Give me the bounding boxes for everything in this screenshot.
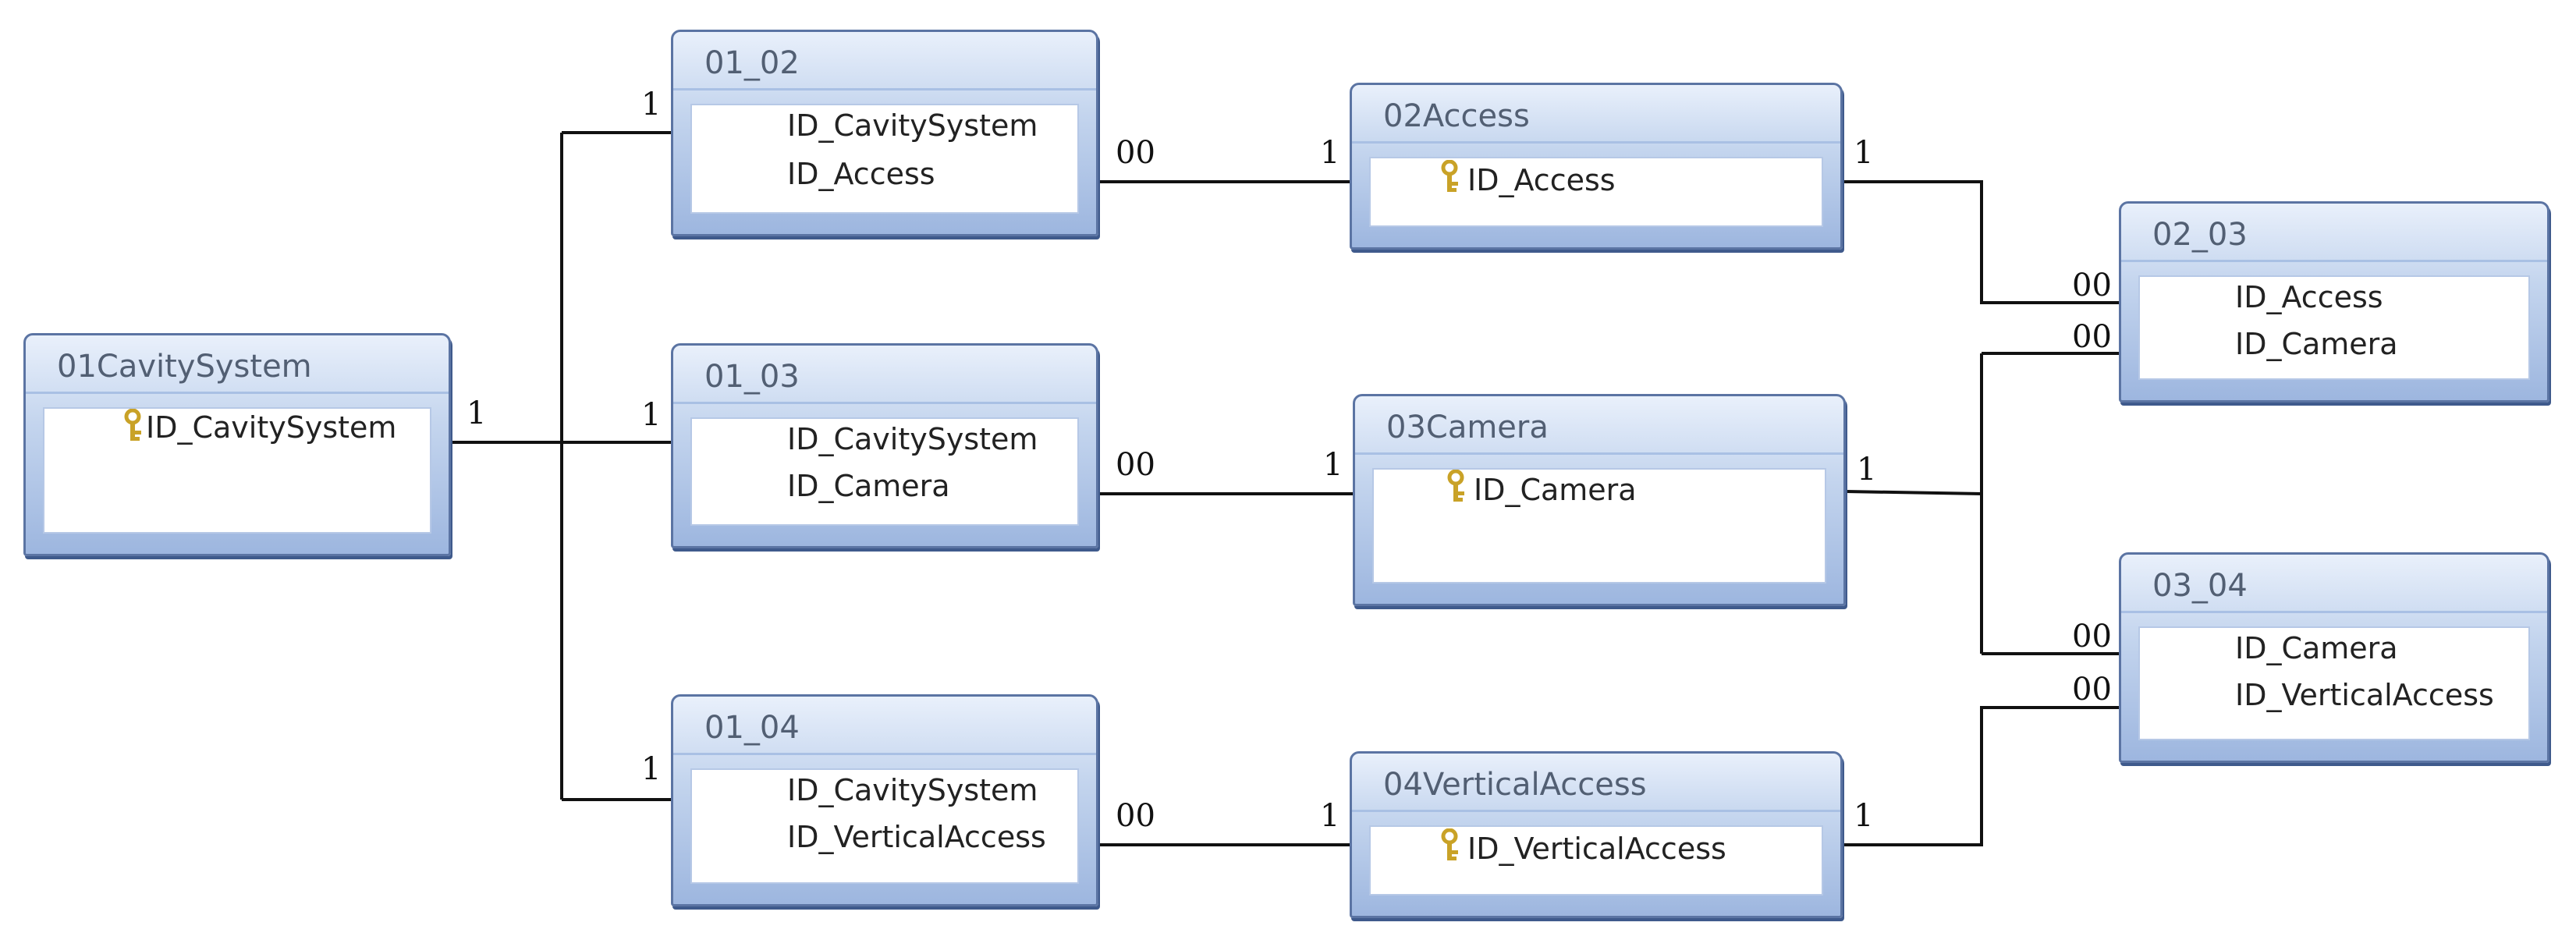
field-id-verticalaccess[interactable]: ID_VerticalAccess — [1467, 832, 1726, 866]
key-icon — [1441, 160, 1458, 192]
table-03camera[interactable]: 03Camera ID_Camera — [1353, 394, 1846, 606]
cardinality-one-access-left: 1 — [1320, 135, 1340, 171]
table-field-list: ID_CavitySystem — [43, 407, 431, 534]
table-field-list: ID_Camera ID_VerticalAccess — [2138, 626, 2530, 740]
cardinality-one-access-right: 1 — [1854, 135, 1874, 171]
table-title: 01_02 — [673, 32, 1096, 90]
table-field-list: ID_CavitySystem ID_VerticalAccess — [690, 768, 1079, 884]
table-title: 01_04 — [673, 697, 1096, 755]
table-01-02[interactable]: 01_02 ID_CavitySystem ID_Access — [671, 30, 1098, 236]
field-id-cavitysystem[interactable]: ID_CavitySystem — [146, 410, 397, 445]
cardinality-many-0104: 00 — [1116, 798, 1155, 834]
cardinality-one-0102: 1 — [641, 87, 662, 122]
field-id-access[interactable]: ID_Access — [2235, 280, 2383, 314]
table-field-list: ID_Access — [1369, 157, 1823, 227]
table-04verticalaccess[interactable]: 04VerticalAccess ID_VerticalAccess — [1350, 751, 1843, 918]
table-field-list: ID_CavitySystem ID_Access — [690, 104, 1079, 214]
table-title: 01CavitySystem — [26, 335, 449, 394]
field-id-cavitysystem[interactable]: ID_CavitySystem — [787, 773, 1038, 807]
table-02access[interactable]: 02Access ID_Access — [1350, 83, 1843, 250]
key-icon — [1447, 470, 1464, 502]
cardinality-many-0103: 00 — [1116, 447, 1155, 483]
field-id-verticalaccess[interactable]: ID_VerticalAccess — [787, 820, 1046, 854]
table-01cavitysystem[interactable]: 01CavitySystem ID_CavitySystem — [23, 333, 451, 556]
table-01-03[interactable]: 01_03 ID_CavitySystem ID_Camera — [671, 343, 1098, 548]
table-field-list: ID_Camera — [1372, 468, 1826, 584]
field-id-camera[interactable]: ID_Camera — [2235, 327, 2398, 361]
table-02-03[interactable]: 02_03 ID_Access ID_Camera — [2119, 201, 2549, 403]
cardinality-many-0304-vertical: 00 — [2072, 672, 2112, 708]
table-01-04[interactable]: 01_04 ID_CavitySystem ID_VerticalAccess — [671, 694, 1098, 906]
field-id-camera[interactable]: ID_Camera — [1474, 473, 1637, 507]
field-id-access[interactable]: ID_Access — [787, 157, 935, 191]
cardinality-many-0304-camera: 00 — [2072, 619, 2112, 654]
key-icon — [1441, 828, 1458, 860]
cardinality-many-0203-access: 00 — [2072, 268, 2112, 303]
table-title: 02_03 — [2121, 204, 2547, 262]
field-id-verticalaccess[interactable]: ID_VerticalAccess — [2235, 678, 2494, 712]
field-id-camera[interactable]: ID_Camera — [2235, 631, 2398, 665]
cardinality-one-camera-left: 1 — [1323, 447, 1343, 483]
cardinality-one-vertical-right: 1 — [1854, 798, 1874, 834]
table-field-list: ID_VerticalAccess — [1369, 825, 1823, 896]
cardinality-many-0203-camera: 00 — [2072, 319, 2112, 355]
field-id-cavitysystem[interactable]: ID_CavitySystem — [787, 108, 1038, 143]
table-field-list: ID_CavitySystem ID_Camera — [690, 417, 1079, 526]
table-03-04[interactable]: 03_04 ID_Camera ID_VerticalAccess — [2119, 552, 2549, 763]
table-title: 02Access — [1352, 85, 1840, 144]
cardinality-one-vertical-left: 1 — [1320, 798, 1340, 834]
field-id-camera[interactable]: ID_Camera — [787, 469, 950, 503]
key-icon — [124, 409, 141, 441]
table-field-list: ID_Access ID_Camera — [2138, 275, 2530, 380]
table-title: 03_04 — [2121, 555, 2547, 613]
cardinality-one-0104: 1 — [641, 751, 662, 787]
cardinality-one-camera-right: 1 — [1857, 452, 1877, 488]
table-title: 04VerticalAccess — [1352, 754, 1840, 812]
field-id-cavitysystem[interactable]: ID_CavitySystem — [787, 422, 1038, 456]
table-title: 01_03 — [673, 346, 1096, 404]
cardinality-one-0103: 1 — [641, 397, 662, 433]
cardinality-one-cavity: 1 — [467, 396, 487, 431]
cardinality-many-0102: 00 — [1116, 135, 1155, 171]
table-title: 03Camera — [1355, 396, 1843, 455]
field-id-access[interactable]: ID_Access — [1467, 163, 1616, 197]
